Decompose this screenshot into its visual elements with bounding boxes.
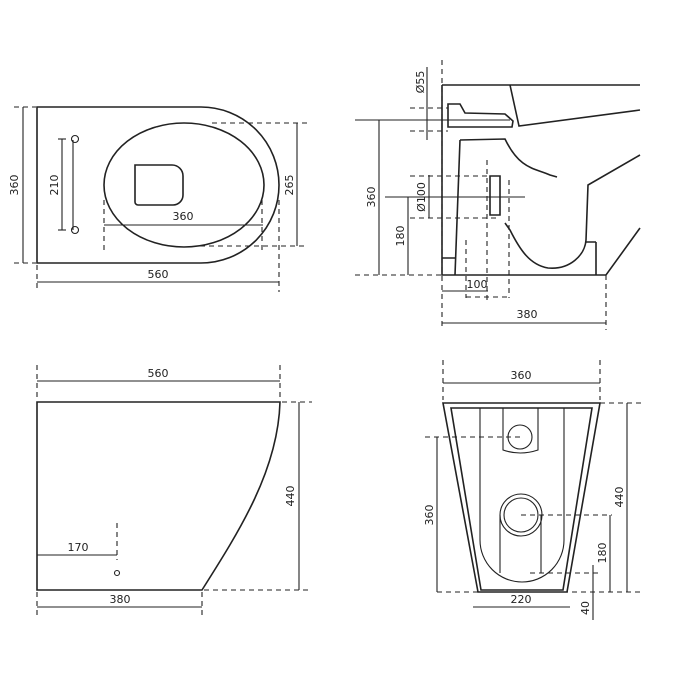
side-section-view: Ø55 360 Ø100 180 100 380	[355, 60, 641, 330]
dim-seat-depth-label: 265	[283, 175, 296, 196]
top-view: 360 210 265 360 560	[8, 106, 307, 292]
side-outline	[36, 401, 281, 591]
dim-bolt-spacing-label: 210	[48, 175, 61, 196]
dim-base-length-label: 380	[110, 593, 131, 606]
dim-height-label: 440	[284, 486, 297, 507]
dim-width-label: 360	[511, 369, 532, 382]
flush-outlet-shape	[134, 164, 184, 206]
bowl-opening	[103, 122, 265, 248]
dim-fixing-offset-label: 170	[68, 541, 89, 554]
dim-base-width-label: 220	[511, 593, 532, 606]
dim-base-offset-label: 40	[579, 601, 592, 615]
dim-height-label: 440	[613, 487, 626, 508]
dim-outlet-height-label: 180	[596, 543, 609, 564]
dim-base-length-label: 380	[517, 308, 538, 321]
dim-inlet-height-label: 360	[365, 187, 378, 208]
dim-length-label: 560	[148, 367, 169, 380]
dim-outlet-diameter-label: Ø100	[415, 182, 428, 212]
dim-depth-label: 360	[8, 175, 21, 196]
top-view-outline	[36, 106, 280, 264]
side-view: 560 440 170 380	[36, 365, 312, 618]
dim-outlet-offset-label: 100	[467, 278, 488, 291]
dim-length-label: 560	[148, 268, 169, 281]
rear-view: 360 360 440 180 40 220	[423, 360, 642, 620]
fixing-point-icon	[113, 569, 121, 577]
bolt-hole-icon	[70, 134, 80, 144]
dim-inlet-height-label: 360	[423, 505, 436, 526]
dim-inlet-diameter-label: Ø55	[414, 71, 427, 94]
dim-seat-width-label: 360	[173, 210, 194, 223]
dim-outlet-height-label: 180	[394, 226, 407, 247]
bolt-hole-icon	[70, 225, 80, 235]
